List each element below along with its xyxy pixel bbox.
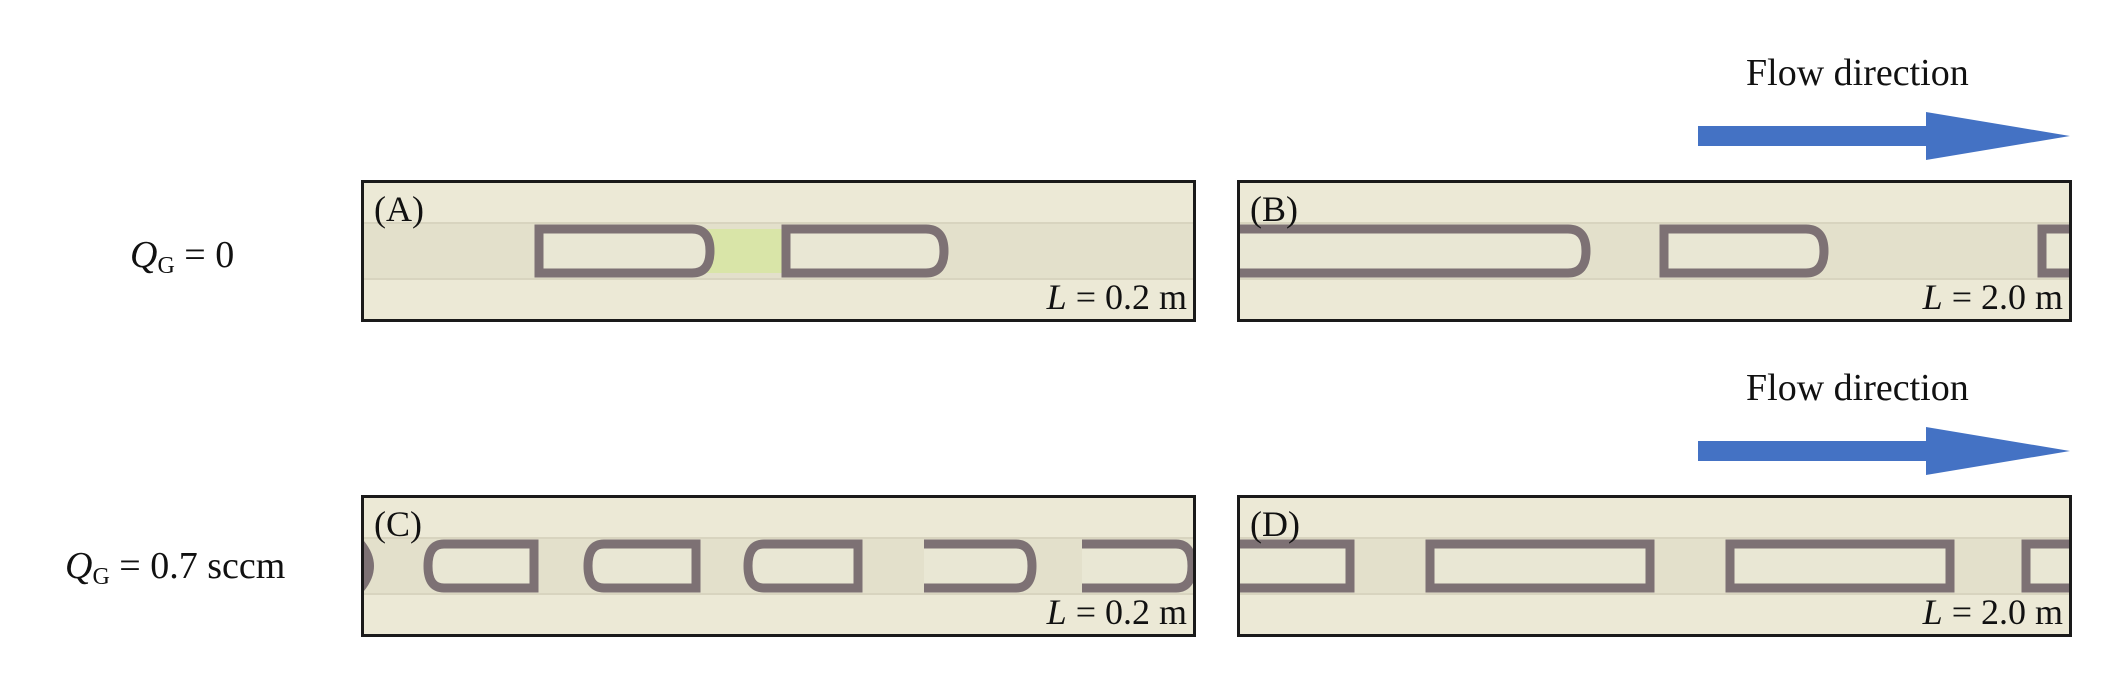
panel-a-tag: (A) bbox=[374, 189, 424, 229]
flow-direction-label: Flow direction bbox=[1746, 52, 1969, 94]
row-label-qg-0-7-sccm: QG = 0.7 sccm bbox=[65, 545, 286, 590]
panel-c-micrograph bbox=[364, 498, 1193, 634]
flow-arrow-shape bbox=[1698, 112, 2070, 160]
flow-arrow-shape bbox=[1698, 427, 2070, 475]
panel-a: (A) L = 0.2 m bbox=[361, 180, 1196, 322]
panel-d-tag: (D) bbox=[1250, 504, 1300, 544]
panel-a-length: L = 0.2 m bbox=[1046, 277, 1187, 317]
flow-arrow-icon bbox=[1698, 112, 2070, 160]
panel-d-micrograph bbox=[1240, 498, 2069, 634]
panel-d: (D) L = 2.0 m bbox=[1237, 495, 2072, 637]
panel-c: (C) L = 0.2 m bbox=[361, 495, 1196, 637]
flow-direction-label: Flow direction bbox=[1746, 367, 1969, 409]
panel-a-micrograph bbox=[364, 183, 1193, 319]
flow-arrow-icon bbox=[1698, 427, 2070, 475]
panel-c-tag: (C) bbox=[374, 504, 422, 544]
panel-b-micrograph bbox=[1240, 183, 2069, 319]
panel-b-length: L = 2.0 m bbox=[1922, 277, 2063, 317]
panel-c-length: L = 0.2 m bbox=[1046, 592, 1187, 632]
panel-b: (B) L = 2.0 m bbox=[1237, 180, 2072, 322]
panel-d-length: L = 2.0 m bbox=[1922, 592, 2063, 632]
panel-b-tag: (B) bbox=[1250, 189, 1298, 229]
row-label-qg-0: QG = 0 bbox=[130, 234, 235, 279]
